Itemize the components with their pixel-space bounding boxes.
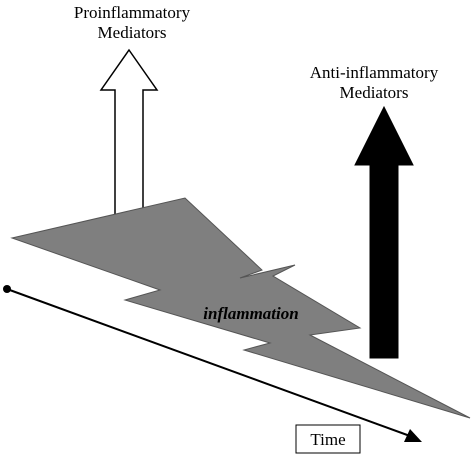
anti-inflammatory-label-line2: Mediators: [340, 83, 409, 102]
time-axis-arrowhead: [404, 429, 422, 442]
anti-inflammatory-label-line1: Anti-inflammatory: [310, 63, 439, 82]
proinflammatory-label-line1: Proinflammatory: [74, 3, 191, 22]
time-label-box: [295, 424, 361, 454]
time-axis-line: [6, 288, 411, 437]
inflammation-bolt: [10, 197, 471, 419]
proinflammatory-arrow: [99, 48, 159, 219]
time-label: Time: [310, 430, 345, 449]
inflammation-label: inflammation: [203, 304, 298, 323]
proinflammatory-label-line2: Mediators: [98, 23, 167, 42]
anti-inflammatory-arrow: [354, 105, 414, 359]
